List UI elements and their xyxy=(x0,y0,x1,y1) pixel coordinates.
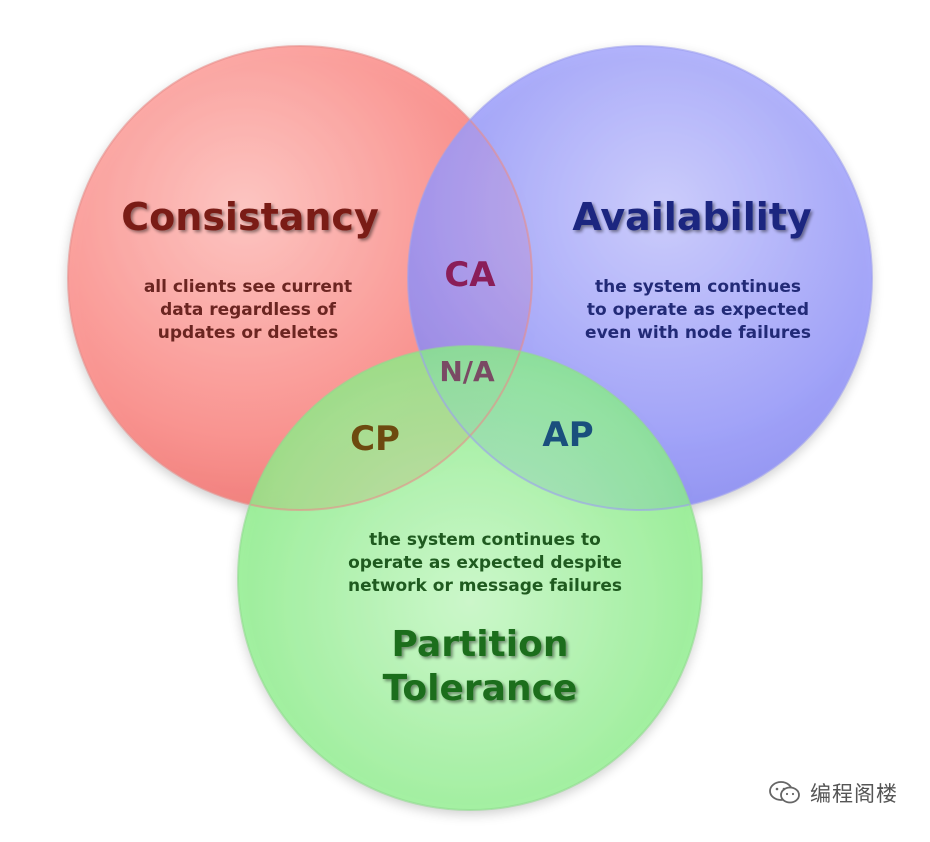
circles-group xyxy=(68,46,872,810)
availability-description-line-2: to operate as expected xyxy=(587,300,809,320)
partition-tolerance-title-line-1: Partition xyxy=(392,624,569,665)
partition-tolerance-description-line-3: network or message failures xyxy=(348,576,622,596)
availability-title: Availability xyxy=(572,195,812,239)
watermark-text: 编程阁楼 xyxy=(810,782,898,806)
circle-rims xyxy=(67,45,873,811)
center-intersection-label: N/A xyxy=(439,355,495,388)
wechat-icon xyxy=(769,781,800,804)
ap-intersection-label: AP xyxy=(542,415,593,455)
consistency-description-line-2: data regardless of xyxy=(160,300,336,320)
availability-description-line-3: even with node failures xyxy=(585,323,811,343)
availability-description-line-1: the system continues xyxy=(595,277,801,297)
watermark: 编程阁楼 xyxy=(768,778,898,808)
availability-rim xyxy=(407,45,873,511)
partition-tolerance-title-line-2: Tolerance xyxy=(383,668,578,709)
partition-tolerance-description-line-2: operate as expected despite xyxy=(348,553,622,573)
consistency-description-line-1: all clients see current xyxy=(144,277,352,297)
cp-intersection-label: CP xyxy=(350,419,400,459)
consistency-rim xyxy=(67,45,533,511)
consistency-title: Consistancy xyxy=(121,195,379,239)
ca-intersection-label: CA xyxy=(444,255,496,295)
partition-tolerance-description-line-1: the system continues to xyxy=(369,530,601,550)
consistency-description-line-3: updates or deletes xyxy=(158,323,338,343)
partition-tolerance-circle xyxy=(238,346,702,810)
partition-tolerance-rim xyxy=(237,345,703,811)
